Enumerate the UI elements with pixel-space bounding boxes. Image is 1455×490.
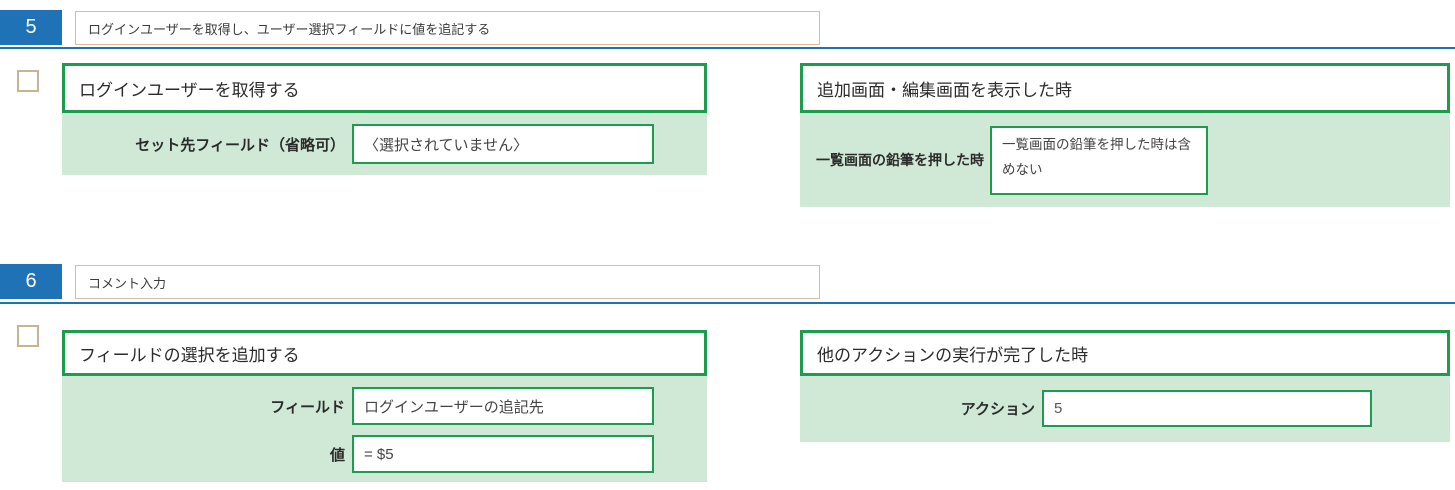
field-value-input[interactable]: 一覧画面の鉛筆を押した時は含めない xyxy=(990,126,1208,195)
section-summary-input[interactable]: ログインユーザーを取得し、ユーザー選択フィールドに値を追記する xyxy=(75,11,820,45)
field-label: アクション xyxy=(960,401,1035,418)
field-value-input[interactable]: 5 xyxy=(1042,390,1372,427)
field-value-input[interactable]: 〈選択されていません〉 xyxy=(352,124,654,164)
trigger-title-box: 他のアクションの実行が完了した時 xyxy=(800,330,1450,376)
section-number-badge: 5 xyxy=(0,10,62,45)
section-divider xyxy=(0,47,1455,49)
section-enable-checkbox[interactable] xyxy=(17,325,39,347)
field-value-input[interactable]: = $5 xyxy=(352,435,654,473)
section-number-badge: 6 xyxy=(0,264,62,299)
field-value-input[interactable]: ログインユーザーの追記先 xyxy=(352,387,654,425)
action-title-box: フィールドの選択を追加する xyxy=(62,330,707,376)
field-label: セット先フィールド（省略可） xyxy=(135,136,345,154)
field-label: 一覧画面の鉛筆を押した時 xyxy=(816,152,984,168)
trigger-title-box: 追加画面・編集画面を表示した時 xyxy=(800,63,1450,113)
section-divider xyxy=(0,302,1455,304)
field-label: 値 xyxy=(329,446,345,464)
section-enable-checkbox[interactable] xyxy=(17,70,39,92)
field-label: フィールド xyxy=(270,398,345,416)
section-summary-input[interactable]: コメント入力 xyxy=(75,265,820,299)
action-title-box: ログインユーザーを取得する xyxy=(62,63,707,113)
